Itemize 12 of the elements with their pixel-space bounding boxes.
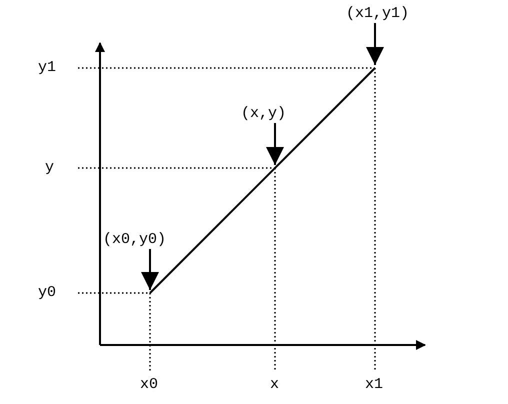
point-label: (x1,y1) <box>346 6 410 22</box>
axis-label: x0 <box>140 377 158 393</box>
axis-label: x <box>270 377 280 393</box>
point-label: (x,y) <box>241 106 286 122</box>
axis-label: y1 <box>38 60 56 76</box>
leader-arrow <box>266 123 284 165</box>
leader-arrow <box>366 23 384 65</box>
axis-label: x1 <box>365 377 384 393</box>
point-label: (x0,y0) <box>103 232 166 248</box>
leader-arrow <box>141 249 159 290</box>
axis-label: y0 <box>38 285 56 301</box>
axis-label: y <box>45 160 54 176</box>
